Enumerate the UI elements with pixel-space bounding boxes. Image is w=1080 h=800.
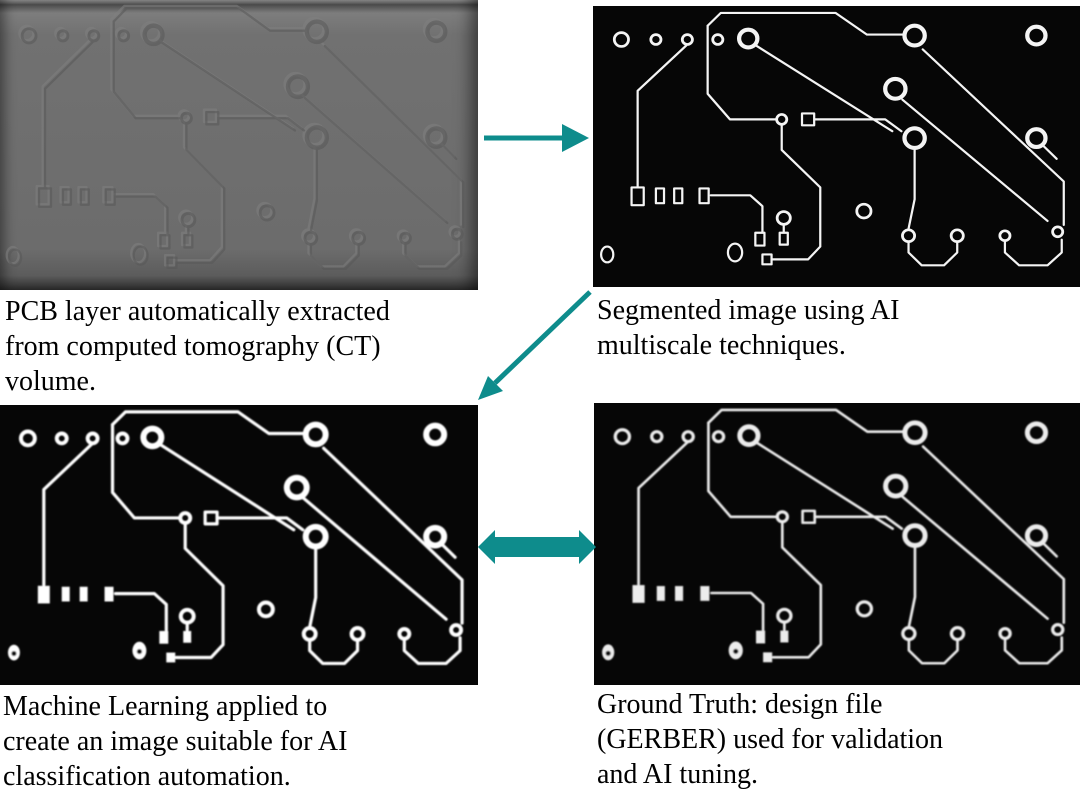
- arrow-ml-groundtruth-bidirectional-icon: [478, 530, 596, 564]
- panel-ground-truth-image: [594, 403, 1080, 685]
- panel-segmented-image: [593, 6, 1080, 287]
- caption-ct: PCB layer automatically extracted from c…: [5, 296, 390, 397]
- caption-ml: Machine Learning applied to create an im…: [3, 691, 348, 792]
- arrow-ct-to-segmented-icon: [482, 123, 590, 153]
- caption-segmented: Segmented image using AI multiscale tech…: [597, 295, 900, 361]
- panel-ml-image: [0, 405, 478, 685]
- caption-ground-truth: Ground Truth: design file (GERBER) used …: [597, 689, 944, 790]
- panel-ct-image: [0, 0, 478, 290]
- arrow-segmented-to-ml-icon: [470, 286, 596, 406]
